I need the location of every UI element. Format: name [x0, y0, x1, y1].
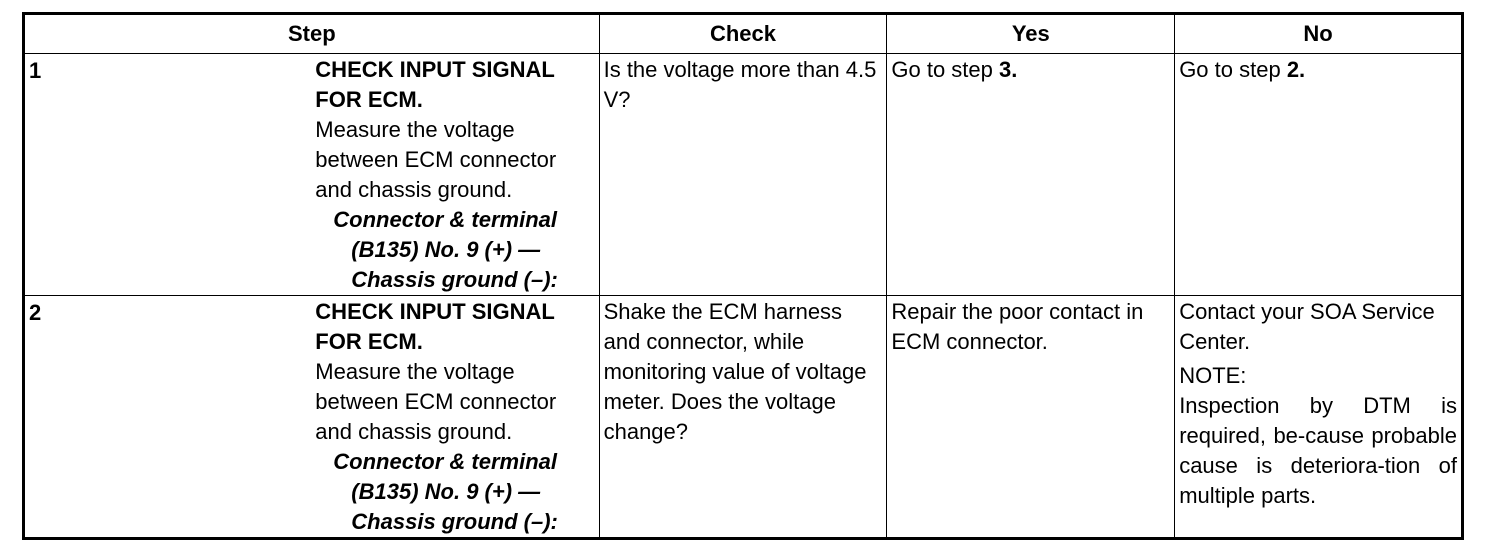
note-text: Inspection by DTM is required, be-cause …: [1179, 393, 1457, 508]
step-description: Measure the voltage between ECM connecto…: [315, 359, 557, 444]
header-yes: Yes: [886, 13, 1176, 54]
table-row: 1 CHECK INPUT SIGNAL FOR ECM. Measure th…: [23, 53, 1463, 296]
yes-text: Go to step: [891, 57, 1000, 82]
header-step: Step: [23, 13, 600, 54]
no-text: Go to step: [1179, 57, 1287, 82]
header-row: Step Check Yes No: [23, 13, 1463, 54]
connector-terminal: (B135) No. 9 (+) — Chassis ground (–):: [351, 237, 558, 292]
check-cell: Shake the ECM harness and connector, whi…: [598, 295, 888, 539]
step-title: CHECK INPUT SIGNAL FOR ECM.: [315, 57, 555, 112]
step-description: Measure the voltage between ECM connecto…: [315, 117, 557, 202]
step-title: CHECK INPUT SIGNAL FOR ECM.: [315, 299, 555, 354]
header-check: Check: [598, 13, 888, 54]
connector-label: Connector & terminal: [333, 207, 557, 232]
connector-label: Connector & terminal: [333, 449, 557, 474]
step-cell: CHECK INPUT SIGNAL FOR ECM. Measure the …: [311, 295, 600, 539]
note-label: NOTE:: [1179, 363, 1247, 388]
connector-terminal: (B135) No. 9 (+) — Chassis ground (–):: [351, 479, 558, 534]
yes-cell: Repair the poor contact in ECM connector…: [886, 295, 1176, 539]
step-number: 2: [23, 295, 312, 539]
yes-cell: Go to step 3.: [886, 53, 1176, 296]
yes-step-ref: 3.: [999, 57, 1018, 82]
step-cell: CHECK INPUT SIGNAL FOR ECM. Measure the …: [311, 53, 600, 296]
diagnostic-table: Step Check Yes No 1 CHECK INPUT SIGNAL F…: [22, 12, 1464, 540]
no-cell: Go to step 2.: [1174, 53, 1463, 296]
header-no: No: [1174, 13, 1463, 54]
check-cell: Is the voltage more than 4.5 V?: [598, 53, 888, 296]
no-cell: Contact your SOA Service Center. NOTE: I…: [1174, 295, 1463, 539]
no-step-ref: 2.: [1286, 57, 1306, 82]
no-text: Contact your SOA Service Center.: [1179, 299, 1435, 354]
step-number: 1: [23, 53, 312, 296]
table-row: 2 CHECK INPUT SIGNAL FOR ECM. Measure th…: [23, 295, 1463, 539]
